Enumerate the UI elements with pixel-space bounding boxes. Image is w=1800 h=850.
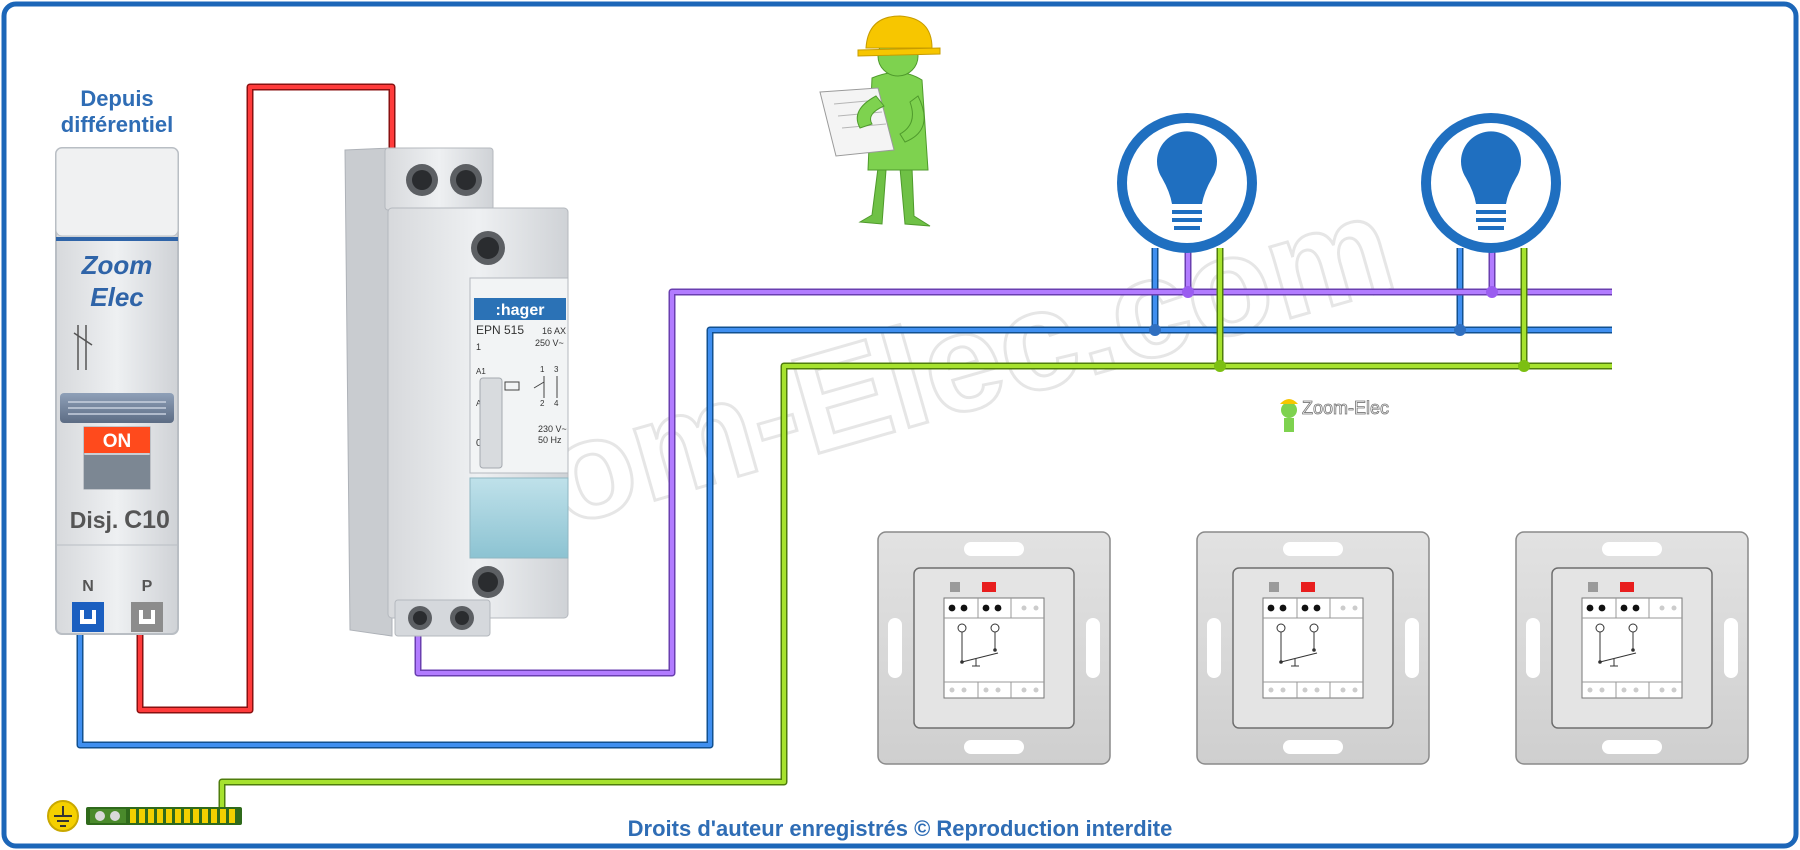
dashed-tails (1575, 290, 1612, 368)
breaker-on-flag (84, 427, 150, 453)
earth-wire (218, 248, 1612, 808)
switch-mechanism (1581, 597, 1683, 699)
circuit-breaker: Zoom Elec ON Disj. C10 N P (55, 147, 179, 635)
relay-mark-a1: A1 (476, 367, 486, 376)
relay-mark-c4: 4 (554, 399, 559, 408)
wires (76, 83, 1612, 808)
fixing-slot (1602, 740, 1662, 754)
fixing-slot (964, 740, 1024, 754)
relay-mark-c2: 2 (540, 399, 545, 408)
terminal-p-label: P (142, 578, 153, 595)
logo-text: Zoom-Elec (1302, 398, 1389, 418)
fixing-slot (1526, 618, 1540, 678)
push-button-1[interactable] (877, 531, 1111, 765)
relay-mark-1: 1 (476, 342, 481, 352)
lamp-1 (1117, 113, 1257, 253)
breaker-model-rating: C10 (124, 506, 170, 534)
fixing-slot (1283, 542, 1343, 556)
fixing-slot (1405, 618, 1419, 678)
push-button-2[interactable] (1196, 531, 1430, 765)
relay-schematic-icon (504, 376, 558, 398)
breaker-symbol-icon (73, 325, 93, 370)
source-label-line2: différentiel (61, 112, 173, 137)
release-tab-red (982, 582, 996, 592)
fixing-slot (1724, 618, 1738, 678)
relay-brand: :hager (496, 302, 545, 319)
fixing-slot (888, 618, 902, 678)
earth-bar (47, 800, 242, 832)
copyright-footer: Droits d'auteur enregistrés © Reproducti… (628, 816, 1173, 841)
terminal-n-label: N (82, 578, 94, 595)
release-tab-grey (1269, 582, 1279, 592)
source-label-line1: Depuis (80, 86, 153, 111)
breaker-state: ON (103, 431, 132, 452)
relay-voltage-coil: 230 V~ (538, 424, 567, 434)
hager-logo (474, 298, 566, 320)
switch-mechanism (943, 597, 1045, 699)
fixing-slot (1602, 542, 1662, 556)
relay-window (469, 477, 569, 559)
relay-model: EPN 515 (476, 323, 524, 337)
breaker-brand-line2: Elec (90, 282, 144, 312)
relay-rating: 16 AX (542, 326, 566, 336)
zoom-elec-logo: Zoom-Elec (1280, 398, 1389, 432)
relay-mark-c1: 1 (540, 365, 545, 374)
breaker-model-prefix: Disj. (70, 507, 119, 533)
breaker-brand-line1: Zoom (81, 250, 153, 280)
relay-lever[interactable] (479, 377, 503, 469)
relay-voltage-contact: 250 V~ (535, 338, 564, 348)
release-tab-grey (1588, 582, 1598, 592)
relay-frequency: 50 Hz (538, 435, 562, 445)
lamp-icon (1461, 131, 1521, 230)
fixing-slot (1283, 740, 1343, 754)
fixing-slot (964, 542, 1024, 556)
lamp-icon (1157, 131, 1217, 230)
fixing-slot (1207, 618, 1221, 678)
lamp-2 (1421, 113, 1561, 253)
release-tab-grey (950, 582, 960, 592)
return-wire (414, 248, 1612, 677)
push-button-3[interactable] (1515, 531, 1749, 765)
switch-mechanism (1262, 597, 1364, 699)
release-tab-red (1301, 582, 1315, 592)
junctions (1149, 286, 1530, 372)
fixing-slot (1086, 618, 1100, 678)
push-buttons (877, 531, 1749, 765)
relay-mark-c3: 3 (554, 365, 559, 374)
relay-mark-0: 0 (476, 438, 482, 449)
release-tab-red (1620, 582, 1634, 592)
earth-symbol (54, 806, 72, 827)
impulse-relay: :hager EPN 515 16 AX 250 V~ 1 A1 A2 0 1 … (344, 147, 569, 637)
worker-icon (819, 15, 941, 227)
earth-bar-teeth (130, 809, 235, 823)
phase-wire (136, 83, 396, 714)
